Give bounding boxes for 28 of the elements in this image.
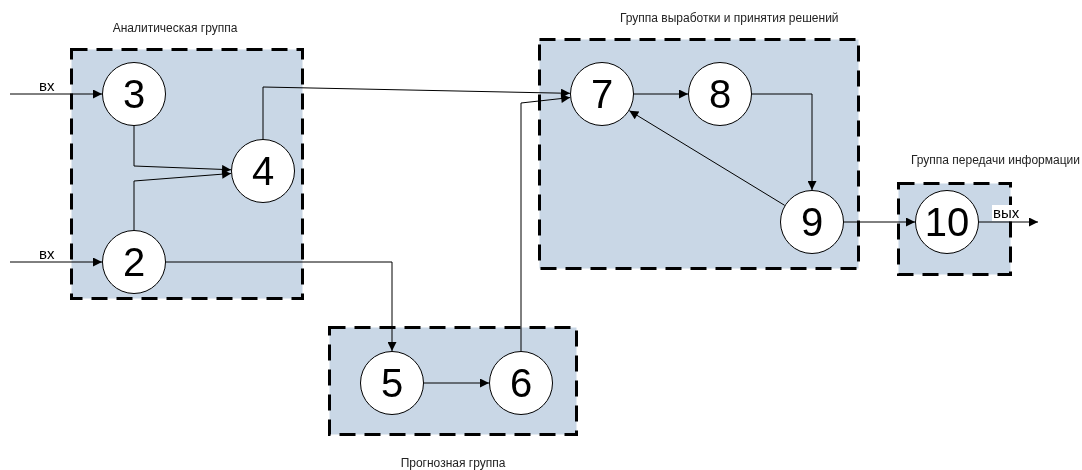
node-number: 6 — [509, 361, 533, 405]
arrow — [9, 257, 103, 267]
arrow — [633, 89, 689, 99]
arrow — [133, 125, 232, 174]
node-number: 5 — [380, 361, 404, 405]
arrow — [165, 261, 397, 352]
arrow — [628, 110, 786, 206]
node-number: 7 — [590, 72, 614, 116]
arrow — [751, 93, 817, 191]
arrow — [262, 86, 571, 140]
node-number: 8 — [708, 72, 732, 116]
group-heading: Группа передачи информации — [909, 152, 1080, 168]
edge-label: вых — [992, 205, 1021, 221]
arrow — [133, 169, 232, 231]
arrow — [9, 89, 103, 99]
arrow — [978, 217, 1039, 227]
node-number: 10 — [924, 200, 970, 244]
node-number: 9 — [800, 200, 824, 244]
edge-label: вх — [38, 246, 56, 262]
arrow — [423, 378, 490, 388]
arrow — [520, 94, 571, 352]
node-number: 2 — [122, 240, 146, 284]
arrow — [843, 217, 916, 227]
node-number: 4 — [251, 149, 275, 193]
edge-label: вх — [38, 78, 56, 94]
group-heading: Прогнозная группа — [399, 455, 507, 470]
group-heading: Аналитическая группа — [111, 20, 239, 36]
node-number: 3 — [122, 72, 146, 116]
